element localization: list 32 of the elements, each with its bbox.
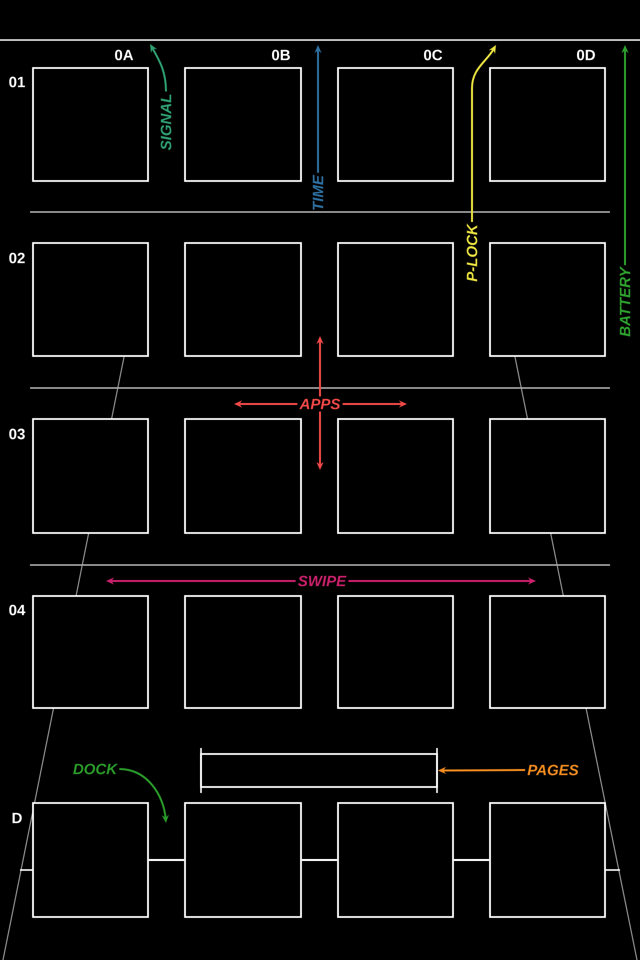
icon-slot <box>337 67 454 182</box>
arrow-label: TIME <box>312 174 324 210</box>
icon-slot <box>184 67 302 182</box>
arrow-label: P-LOCK <box>466 223 478 282</box>
arrow-label: PAGES <box>528 764 579 776</box>
icon-slot <box>32 242 149 357</box>
arrow-label: SIGNAL <box>160 94 172 150</box>
icon-slot <box>337 802 454 918</box>
arrow-label: SWIPE <box>298 576 347 586</box>
icon-slot <box>32 67 149 182</box>
icon-slot <box>489 67 606 182</box>
icon-slot <box>184 418 302 534</box>
icon-slot <box>32 802 149 918</box>
connector-line <box>454 859 490 861</box>
icon-slot <box>489 418 606 534</box>
icon-slot <box>337 242 454 357</box>
icon-slot <box>489 802 606 918</box>
icon-slot <box>489 242 606 357</box>
connector-line <box>302 859 338 861</box>
icon-slot <box>32 595 149 709</box>
icon-slot <box>489 595 606 709</box>
icon-slot <box>184 242 302 357</box>
icon-slot <box>337 595 454 709</box>
arrow-label: DOCK <box>73 764 118 774</box>
icon-slot <box>184 802 302 918</box>
arrow-label: APPS <box>299 398 340 410</box>
icon-slot <box>337 418 454 534</box>
arrow-label: BATTERY <box>620 266 630 336</box>
page-indicator-bar <box>200 748 438 793</box>
icon-slot <box>184 595 302 709</box>
icon-slot <box>32 418 149 534</box>
connector-line <box>148 859 184 861</box>
